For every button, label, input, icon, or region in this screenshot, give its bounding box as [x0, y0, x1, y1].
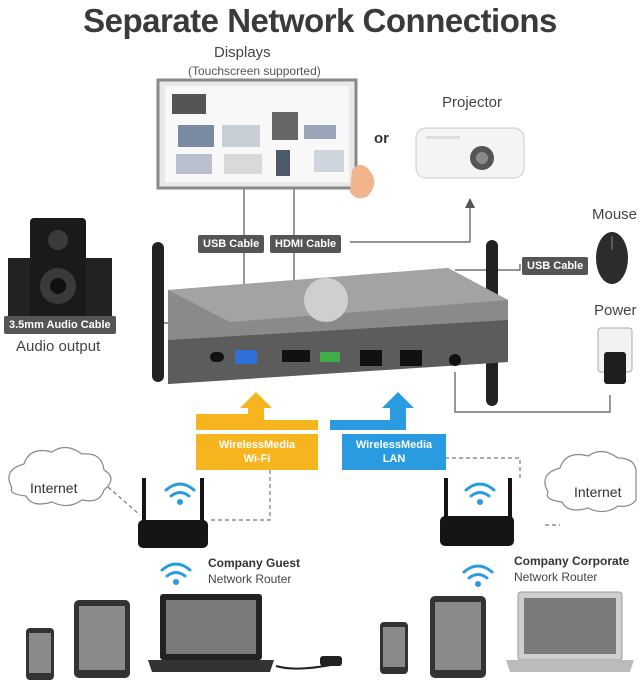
lan-badge: WirelessMedia LAN: [342, 434, 446, 470]
router-corporate: [440, 516, 514, 546]
or-label: or: [374, 130, 389, 147]
speaker-left: [8, 258, 34, 318]
usb-cable-mouse-tag: USB Cable: [522, 257, 589, 275]
hdmi-cable-tag: HDMI Cable: [270, 235, 342, 253]
dc-port: [449, 354, 461, 366]
page-title: Separate Network Connections: [83, 2, 557, 39]
hand-icon: [350, 164, 375, 199]
router-guest-title: Company Guest: [208, 556, 301, 570]
router-guest-subtitle: Network Router: [208, 572, 292, 586]
lan-port-2: [400, 350, 422, 366]
projector-label: Projector: [442, 94, 503, 111]
power-adapter: [604, 352, 626, 384]
internet-right-label: Internet: [574, 484, 622, 500]
audio-cable-tag: 3.5mm Audio Cable: [4, 316, 116, 334]
lan-badge-line1: WirelessMedia: [355, 439, 433, 451]
lan-badge-line2: LAN: [382, 453, 406, 465]
internet-cloud-right: [544, 450, 637, 513]
wifi-dash-line: [210, 470, 271, 521]
wifi-icon-guest-top: [164, 482, 196, 505]
wifi-icon-corporate-bottom: [462, 564, 494, 587]
wifi-badge-line1: WirelessMedia: [218, 439, 296, 451]
mouse-line: [455, 264, 521, 271]
usb-port: [235, 350, 257, 364]
power-line: [454, 372, 611, 413]
router-guest: [138, 520, 208, 548]
lan-dash-line: [445, 457, 521, 480]
wifi-badge: WirelessMedia Wi-Fi: [196, 434, 318, 470]
terminal-port: [320, 352, 340, 362]
wifi-icon-guest-bottom: [160, 562, 192, 585]
hdmi-port: [282, 350, 310, 362]
wifi-arrow-up: [196, 392, 318, 430]
power-label: Power: [594, 302, 637, 319]
speaker-right: [84, 258, 112, 318]
screen-logo-block: [172, 94, 206, 114]
usb-dongle: [320, 656, 342, 666]
usb-cable-display-tag: USB Cable: [198, 235, 265, 253]
router-corporate-title: Company Corporate: [514, 554, 630, 568]
internet-left-router-dash: [107, 486, 141, 516]
wifi-badge-line2: Wi-Fi: [243, 453, 271, 465]
audio-port: [210, 352, 224, 362]
wifi-icon-corporate-top: [464, 482, 496, 505]
internet-cloud-left: [8, 446, 112, 507]
lan-port-1: [360, 350, 382, 366]
projector-icon: [415, 127, 525, 179]
mouse-label: Mouse: [592, 206, 638, 223]
internet-left-label: Internet: [30, 480, 78, 496]
mouse-icon: [596, 232, 628, 284]
router-corporate-subtitle: Network Router: [514, 570, 598, 584]
displays-sublabel: (Touchscreen supported): [188, 64, 321, 78]
device-logo-badge: [304, 278, 348, 322]
audio-output-label: Audio output: [16, 338, 101, 355]
lan-arrow-up: [330, 392, 414, 430]
displays-label: Displays: [214, 44, 271, 61]
antenna-left: [152, 242, 164, 382]
projector-line: [350, 205, 471, 243]
projector-arrowhead: [465, 198, 475, 208]
